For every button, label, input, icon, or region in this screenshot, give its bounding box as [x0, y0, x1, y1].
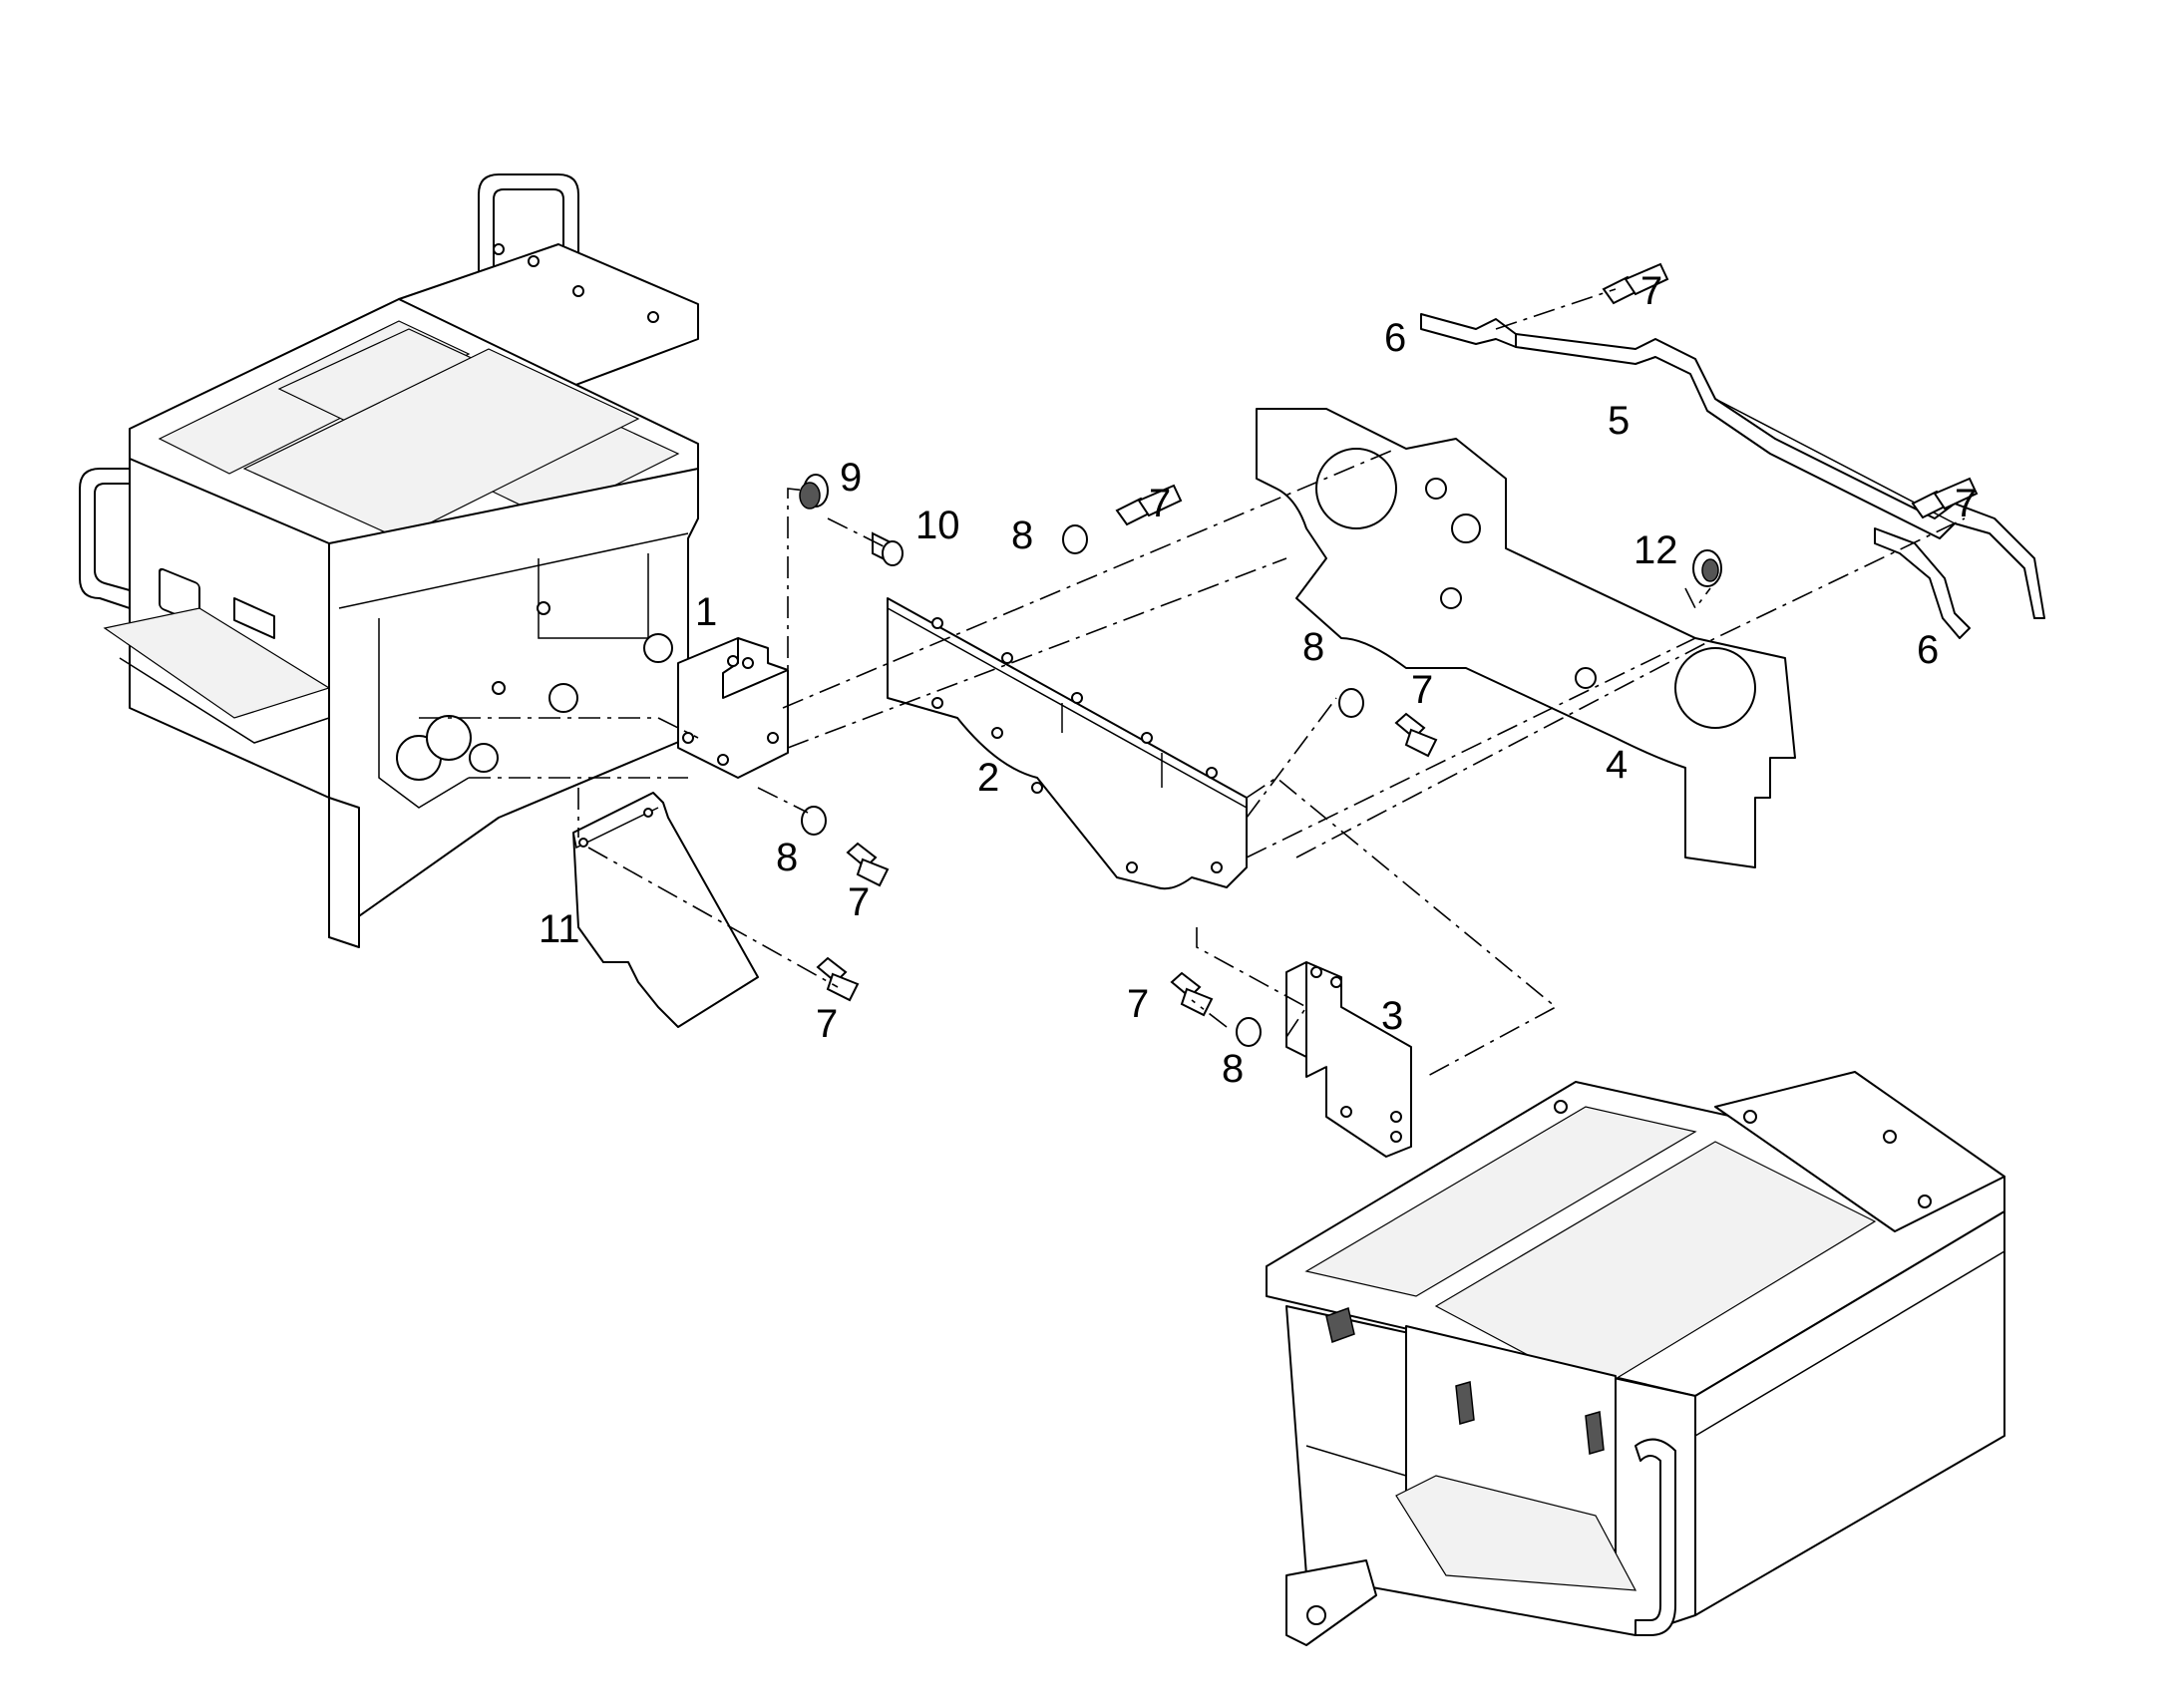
washer-icon: [1062, 524, 1088, 554]
callout-9: 9: [840, 456, 862, 500]
callout-7a: 7: [1640, 269, 1662, 313]
latch-icon: [1585, 1411, 1605, 1455]
part-4-panel: [1256, 408, 1796, 868]
callout-8d: 8: [1222, 1047, 1244, 1091]
part-12-grommet: [1692, 549, 1722, 587]
right-step-box-assembly: [1266, 1071, 2005, 1646]
bolt-icon: [846, 842, 890, 887]
part-10-nut: [872, 531, 904, 566]
callout-8b: 8: [1302, 625, 1324, 669]
bolt-icon: [816, 956, 860, 1002]
part-6-gasket-a: [1420, 313, 1517, 348]
callout-1: 1: [695, 590, 717, 634]
callout-7e: 7: [848, 880, 870, 924]
part-9-grommet: [799, 474, 829, 510]
callout-6b: 6: [1917, 628, 1939, 672]
bolt-icon: [1602, 262, 1669, 305]
callout-8a: 8: [1011, 513, 1033, 557]
callout-12: 12: [1634, 528, 1678, 572]
washer-icon: [1236, 1017, 1262, 1047]
callout-7b: 7: [1955, 482, 1977, 525]
callout-10: 10: [915, 504, 960, 547]
callout-8c: 8: [776, 836, 798, 879]
latch-icon: [1325, 1307, 1355, 1343]
bolt-icon: [1911, 477, 1979, 519]
part-3-bracket: [1285, 961, 1412, 1158]
part-1-bracket: [677, 637, 789, 779]
callout-5: 5: [1608, 399, 1630, 443]
washer-icon: [801, 806, 827, 836]
callout-7c: 7: [1149, 482, 1171, 525]
callout-7d: 7: [1411, 668, 1433, 712]
bolt-icon: [1170, 971, 1214, 1017]
part-2-plate: [887, 597, 1248, 890]
left-step-box-assembly: [79, 173, 699, 948]
callout-labels: 1 2 3 4 5 6 6 7 7 7 7 7 7 7 8 8 8 8 9 10…: [539, 269, 1977, 1091]
callout-11: 11: [539, 907, 580, 951]
bolt-icon: [1394, 712, 1438, 758]
callout-4: 4: [1606, 743, 1628, 787]
part-11-bracket: [572, 792, 759, 1028]
callout-3: 3: [1381, 994, 1403, 1038]
callout-7f: 7: [816, 1002, 838, 1046]
bolt-icon: [1115, 484, 1183, 526]
part-6-gasket-b: [1874, 527, 1971, 639]
part-5-gasket: [1515, 333, 2045, 619]
callout-7g: 7: [1127, 982, 1149, 1026]
assembly-lines: [419, 288, 1966, 1078]
callout-2: 2: [977, 756, 999, 800]
washer-icon: [1338, 688, 1364, 718]
latch-icon: [1455, 1381, 1475, 1425]
callout-6a: 6: [1384, 316, 1406, 360]
